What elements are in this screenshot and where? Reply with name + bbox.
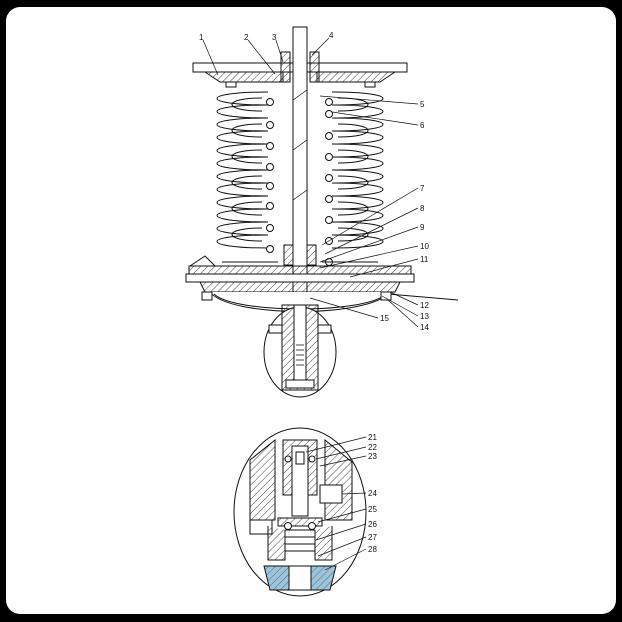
callout-13: 13 <box>420 312 429 321</box>
callout-7: 7 <box>420 184 425 193</box>
callout-15: 15 <box>380 314 389 323</box>
callout-21: 21 <box>368 433 377 442</box>
callout-24: 24 <box>368 489 377 498</box>
callout-3: 3 <box>272 33 277 42</box>
leader-lines <box>202 37 419 571</box>
callout-26: 26 <box>368 520 377 529</box>
callout-2: 2 <box>244 33 249 42</box>
callout-4: 4 <box>329 31 334 40</box>
spring-right <box>331 91 384 249</box>
callout-25: 25 <box>368 505 377 514</box>
callout-8: 8 <box>420 204 425 213</box>
callout-11: 11 <box>420 255 429 264</box>
drawing-frame: 1 2 3 4 5 6 7 8 9 10 11 12 13 14 15 21 2… <box>6 7 616 614</box>
callout-28: 28 <box>368 545 377 554</box>
callout-labels: 1 2 3 4 5 6 7 8 9 10 11 12 13 14 15 21 2… <box>199 31 429 554</box>
callout-6: 6 <box>420 121 425 130</box>
callout-10: 10 <box>420 242 429 251</box>
stem-hatching <box>292 89 308 201</box>
central-stem <box>280 26 320 306</box>
callout-12: 12 <box>420 301 429 310</box>
callout-9: 9 <box>420 223 425 232</box>
spring-left <box>216 91 269 249</box>
diaphragm-housing <box>185 255 459 312</box>
spring-wire-sections <box>266 98 333 266</box>
callout-23: 23 <box>368 452 377 461</box>
valve-detail-lower <box>233 427 367 597</box>
callout-1: 1 <box>199 33 204 42</box>
valve-detail-upper <box>263 304 337 398</box>
callout-27: 27 <box>368 533 377 542</box>
actuator-drawing: 1 2 3 4 5 6 7 8 9 10 11 12 13 14 15 21 2… <box>185 26 459 597</box>
callout-14: 14 <box>420 323 429 332</box>
callout-22: 22 <box>368 443 377 452</box>
callout-5: 5 <box>420 100 425 109</box>
